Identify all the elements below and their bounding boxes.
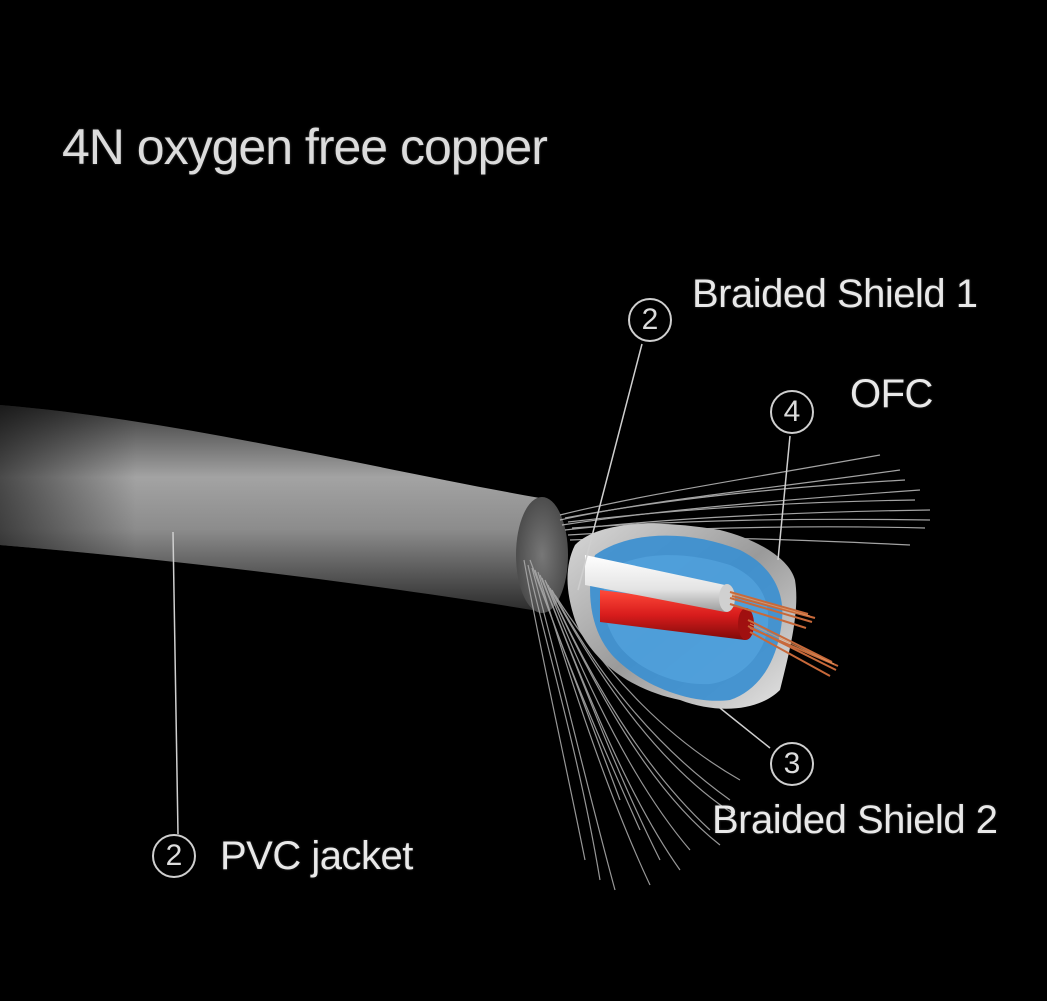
- callout-number-braided-shield-2: 3: [770, 742, 814, 786]
- callout-label-pvc-jacket: PVC jacket: [220, 834, 413, 878]
- callout-label-ofc: OFC: [850, 372, 933, 416]
- leader-lines: [172, 343, 791, 835]
- copper-strands: [729, 591, 839, 677]
- callout-number-ofc: 4: [770, 390, 814, 434]
- braided-shield-2-strands: [523, 559, 741, 891]
- conductors: [585, 555, 754, 640]
- callout-number-braided-shield-1: 2: [628, 298, 672, 342]
- pvc-jacket-shape: [0, 405, 568, 613]
- callout-label-braided-shield-2: Braided Shield 2: [712, 798, 998, 842]
- callout-number-pvc-jacket: 2: [152, 834, 196, 878]
- page-title: 4N oxygen free copper: [62, 119, 548, 175]
- callout-label-braided-shield-1: Braided Shield 1: [692, 272, 978, 316]
